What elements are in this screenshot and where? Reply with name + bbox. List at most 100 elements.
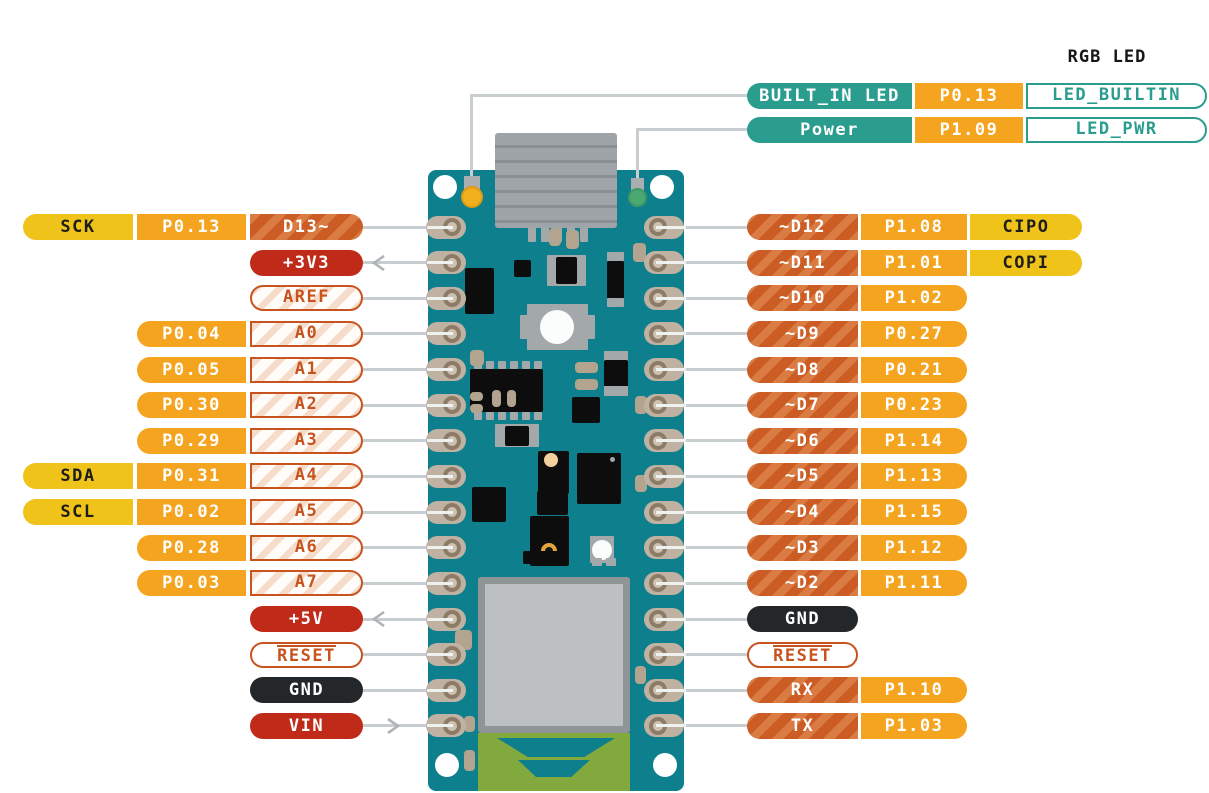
pin-label: ~D4 bbox=[747, 499, 858, 526]
pin-label: ~D10 bbox=[747, 285, 858, 312]
pin-label: A4 bbox=[250, 463, 363, 490]
pin-label: ~D7 bbox=[747, 392, 858, 419]
pin-label: A3 bbox=[250, 427, 363, 454]
pin-pad-lead bbox=[656, 332, 686, 336]
ic-component bbox=[514, 260, 531, 277]
ic-component bbox=[572, 397, 600, 423]
pin-label: ~D5 bbox=[747, 463, 858, 490]
pin-pad-lead bbox=[656, 225, 686, 229]
pin-callout-line bbox=[363, 296, 430, 300]
pin-pad-lead bbox=[656, 296, 686, 300]
pin-callout-line bbox=[684, 439, 748, 443]
arrow-left-icon bbox=[371, 610, 385, 628]
port-label: P1.03 bbox=[861, 712, 967, 739]
led-callout-line-vertical bbox=[636, 128, 639, 194]
port-label: P1.14 bbox=[861, 427, 967, 454]
port-label: P0.21 bbox=[861, 356, 967, 383]
pin-callout-line bbox=[363, 546, 430, 550]
passive-component bbox=[470, 350, 484, 366]
arrow-right-icon bbox=[387, 717, 401, 735]
pin-callout-line bbox=[684, 581, 748, 585]
led-callout-line-horizontal bbox=[636, 128, 748, 131]
crystal-cap bbox=[592, 540, 612, 560]
pin-callout-line bbox=[363, 368, 430, 372]
ic-pads bbox=[606, 558, 616, 566]
ic-component bbox=[537, 491, 568, 515]
power-led bbox=[628, 188, 647, 207]
function-label: SCK bbox=[23, 214, 133, 240]
pin-label: ~D9 bbox=[747, 320, 858, 347]
ic-leg bbox=[522, 412, 530, 420]
pin-callout-line bbox=[684, 474, 748, 478]
ic-pads bbox=[607, 298, 624, 307]
ic-component bbox=[523, 551, 567, 564]
function-label: CIPO bbox=[970, 214, 1082, 240]
rgb-led-heading: RGB LED bbox=[1067, 47, 1147, 67]
pin-callout-line bbox=[684, 546, 748, 550]
ic-pads bbox=[604, 386, 628, 396]
rf-module-shield bbox=[478, 577, 630, 733]
ic-leg bbox=[522, 361, 530, 369]
mounting-hole bbox=[433, 175, 457, 199]
pin-pad-lead bbox=[427, 581, 453, 585]
port-label: P1.11 bbox=[861, 570, 967, 597]
passive-component bbox=[470, 404, 483, 413]
led-port-label: P1.09 bbox=[915, 117, 1023, 143]
port-label: P0.04 bbox=[137, 320, 246, 347]
pin-callout-line bbox=[684, 510, 748, 514]
ic-leg bbox=[474, 412, 482, 420]
pin-pad-lead bbox=[427, 617, 453, 621]
pin-label: RESET bbox=[250, 641, 363, 668]
pin-pad-lead bbox=[427, 368, 453, 372]
pin-pad-lead bbox=[427, 439, 453, 443]
ic-component bbox=[556, 257, 577, 284]
pin-label: A6 bbox=[250, 534, 363, 561]
led-function-label: BUILT_IN LED bbox=[747, 83, 912, 109]
built-in-led bbox=[461, 186, 483, 208]
pin-pad-lead bbox=[427, 403, 453, 407]
antenna-trace bbox=[518, 760, 590, 777]
ic-component bbox=[505, 426, 529, 446]
mounting-hole bbox=[650, 175, 674, 199]
port-label: P1.02 bbox=[861, 285, 967, 312]
function-label: SCL bbox=[23, 499, 133, 526]
passive-component bbox=[633, 243, 646, 262]
pin-pad-lead bbox=[427, 688, 453, 692]
pin-label: GND bbox=[250, 677, 363, 704]
pin-pad-lead bbox=[656, 439, 686, 443]
pin-pad-lead bbox=[656, 653, 686, 657]
pin-callout-line bbox=[684, 368, 748, 372]
pin-pad-lead bbox=[656, 368, 686, 372]
ic-leg bbox=[486, 361, 494, 369]
pin-callout-line bbox=[363, 225, 430, 229]
ic-leg bbox=[486, 412, 494, 420]
port-label: P0.03 bbox=[137, 570, 246, 597]
pin-callout-line bbox=[684, 403, 748, 407]
ic-component bbox=[465, 268, 494, 314]
pin-callout-line bbox=[684, 688, 748, 692]
ic-pads bbox=[607, 252, 624, 261]
pin-pad-lead bbox=[656, 688, 686, 692]
pin-pad-lead bbox=[656, 510, 686, 514]
pin-callout-line bbox=[684, 653, 748, 657]
pin-callout-line bbox=[363, 474, 430, 478]
port-label: P1.13 bbox=[861, 463, 967, 490]
led-callout-line-horizontal bbox=[470, 94, 748, 97]
pin-callout-line bbox=[363, 688, 430, 692]
chip-dot bbox=[610, 457, 615, 462]
pin-pad-lead bbox=[427, 261, 453, 265]
pin-label: ~D2 bbox=[747, 570, 858, 597]
pin-pad-lead bbox=[656, 261, 686, 265]
led-pin-label: LED_PWR bbox=[1026, 117, 1207, 143]
port-label: P1.08 bbox=[861, 214, 967, 240]
mounting-hole bbox=[435, 753, 459, 777]
pin-callout-line bbox=[684, 617, 748, 621]
pin-label: A7 bbox=[250, 570, 363, 597]
pin-label: +5V bbox=[250, 606, 363, 633]
pin-pad-lead bbox=[656, 403, 686, 407]
function-label: COPI bbox=[970, 249, 1082, 276]
antenna-trace bbox=[497, 738, 615, 757]
pin-label: A1 bbox=[250, 356, 363, 383]
ic-pads bbox=[592, 558, 602, 566]
